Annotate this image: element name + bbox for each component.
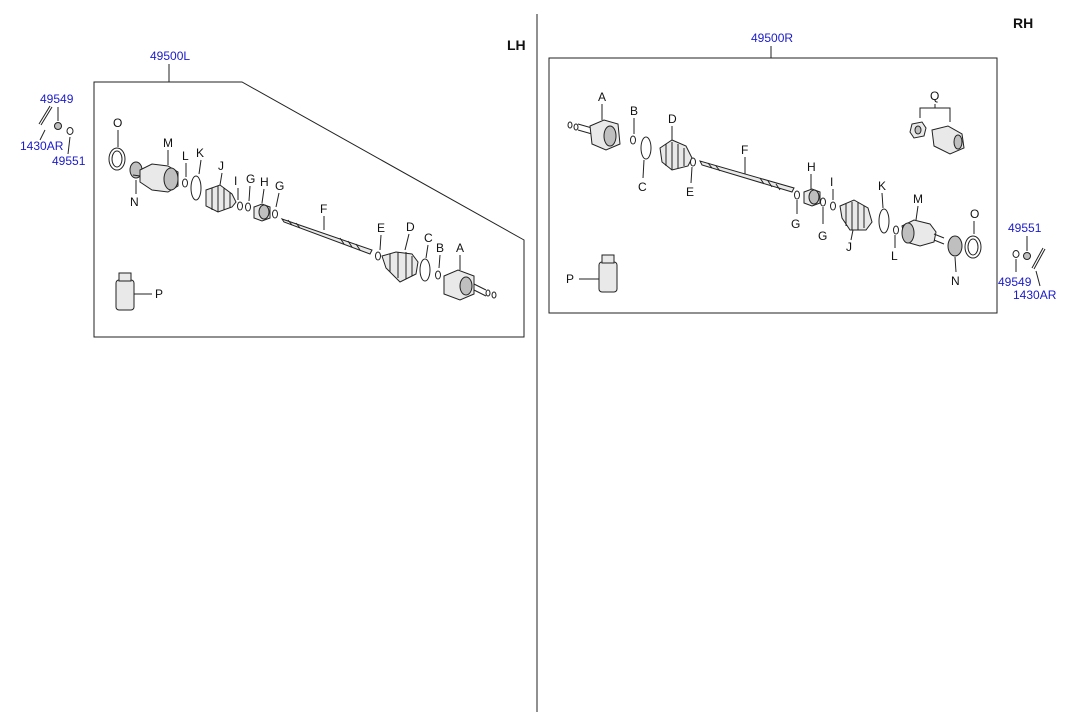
clip-icon-B-right <box>630 135 636 145</box>
bolt-number-right[interactable]: 1430AR <box>1013 288 1057 302</box>
label-E-left: E <box>377 221 385 235</box>
boot-icon-D-left <box>381 251 419 283</box>
label-G-right-2: G <box>818 229 827 243</box>
nut-number-left[interactable]: 49549 <box>40 92 74 106</box>
label-J-right: J <box>846 240 852 254</box>
tone-ring-icon-N-right <box>947 235 963 257</box>
outer-joint-icon-M-left <box>132 163 179 193</box>
band-icon-C-right <box>640 136 652 160</box>
boot-icon-J-left <box>205 184 237 213</box>
label-G-left-1: G <box>246 172 255 186</box>
boot-icon-D-right <box>659 139 693 171</box>
label-I-right: I <box>830 175 833 189</box>
circlip-icon-G-left-2 <box>272 209 278 219</box>
label-D-left: D <box>406 220 415 234</box>
washer-icon-right <box>1012 250 1020 258</box>
shaft-icon-F-left <box>280 218 373 255</box>
label-L-right: L <box>891 249 898 263</box>
band-icon-K-left <box>190 175 202 201</box>
grease-bottle-icon-P-right <box>579 254 618 293</box>
label-H-right: H <box>807 160 816 174</box>
side-label-lh: LH <box>507 37 526 53</box>
label-E-right: E <box>686 185 694 199</box>
label-C-right: C <box>638 180 647 194</box>
clamp-icon-I-left <box>237 201 243 211</box>
label-I-left: I <box>234 174 237 188</box>
label-O-left: O <box>113 116 122 130</box>
label-M-right: M <box>913 192 923 206</box>
label-J-left: J <box>218 159 224 173</box>
bolt-number-left[interactable]: 1430AR <box>20 139 64 153</box>
label-G-right-1: G <box>791 217 800 231</box>
label-N-right: N <box>951 274 960 288</box>
label-A-left: A <box>456 241 464 255</box>
label-H-left: H <box>260 175 269 189</box>
label-F-left: F <box>320 202 327 216</box>
clamp-icon-E-left <box>375 251 381 261</box>
grease-bottle-icon-P-left <box>115 272 152 311</box>
label-K-left: K <box>196 146 204 160</box>
assembly-frame-right <box>548 57 998 314</box>
inner-joint-icon-A-left <box>443 269 497 301</box>
label-A-right: A <box>598 90 606 104</box>
band-icon-K-right <box>878 208 890 234</box>
label-Q-right: Q <box>930 89 939 103</box>
label-G-left-2: G <box>275 179 284 193</box>
shaft-icon-F-right <box>699 160 795 193</box>
label-D-right: D <box>668 112 677 126</box>
nut-icon-right <box>1023 252 1031 260</box>
clip-icon-L-right <box>893 225 899 235</box>
assembly-frame-left <box>93 81 525 338</box>
outer-joint-icon-M-right <box>901 219 945 247</box>
bolt-icon-right <box>1031 247 1046 270</box>
boot-icon-J-right <box>839 199 873 231</box>
label-L-left: L <box>182 149 189 163</box>
inner-joint-icon-A-right <box>567 119 621 151</box>
label-K-right: K <box>878 179 886 193</box>
label-F-right: F <box>741 143 748 157</box>
label-B-left: B <box>436 241 444 255</box>
clamp-icon-E-right <box>690 157 696 167</box>
band-icon-C-left <box>419 258 431 282</box>
bolt-icon-left <box>38 105 53 126</box>
assembly-number-right[interactable]: 49500R <box>751 31 793 45</box>
label-M-left: M <box>163 136 173 150</box>
washer-icon-left <box>66 127 74 135</box>
damper-icon-H-left <box>253 203 271 222</box>
label-P-right: P <box>566 272 574 286</box>
label-O-right: O <box>970 207 979 221</box>
nut-number-right[interactable]: 49549 <box>998 275 1032 289</box>
label-B-right: B <box>630 104 638 118</box>
label-N-left: N <box>130 195 139 209</box>
label-P-left: P <box>155 287 163 301</box>
joint-set-icon-Q-right <box>909 121 965 155</box>
clip-icon-L-left <box>182 178 188 188</box>
nut-icon-left <box>54 122 62 130</box>
circlip-icon-G-right-2 <box>820 197 826 207</box>
washer-number-left[interactable]: 49551 <box>52 154 86 168</box>
label-C-left: C <box>424 231 433 245</box>
damper-icon-H-right <box>803 188 821 207</box>
circlip-icon-G-left-1 <box>245 202 251 212</box>
circlip-icon-G-right-1 <box>794 190 800 200</box>
side-label-rh: RH <box>1013 15 1033 31</box>
clip-icon-B-left <box>435 270 441 280</box>
clamp-icon-I-right <box>830 201 836 211</box>
washer-number-right[interactable]: 49551 <box>1008 221 1042 235</box>
assembly-number-left[interactable]: 49500L <box>150 49 190 63</box>
